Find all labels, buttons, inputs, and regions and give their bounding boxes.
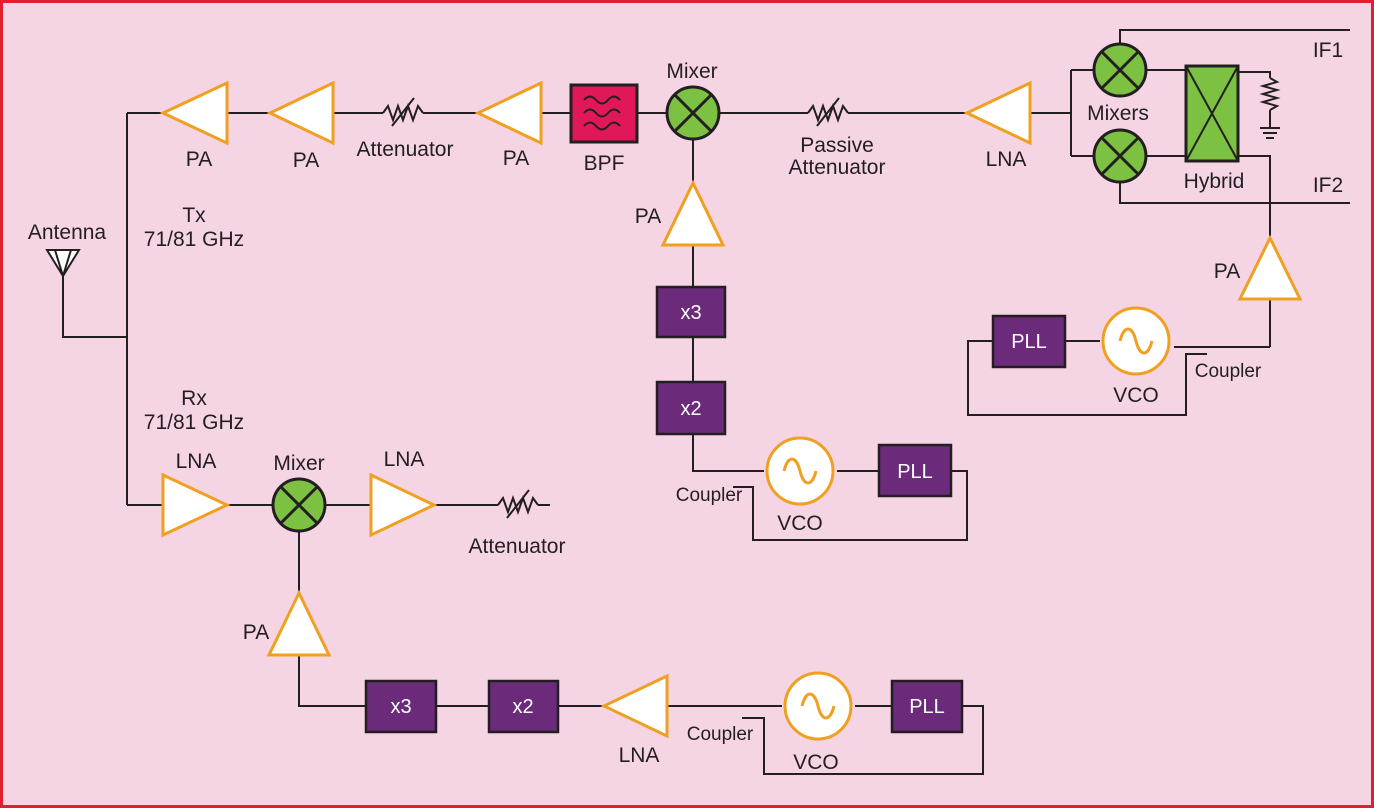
rx-pll-label: PLL: [909, 696, 945, 718]
attenuator-tx-icon: [382, 103, 424, 123]
mixer-rx-label: Mixer: [273, 452, 324, 475]
tx-pll-label: PLL: [897, 461, 933, 483]
mixer-tx-icon: [665, 85, 721, 141]
pa-tx-3-label: PA: [186, 148, 212, 171]
if2-label: IF2: [1313, 174, 1343, 197]
pa-rx-lo-icon: [266, 589, 332, 657]
wires: [62, 29, 1350, 775]
pa-tx-lo-label: PA: [635, 205, 661, 228]
mixer-rx-icon: [271, 477, 327, 533]
mixers-label: Mixers: [1087, 102, 1149, 125]
mixer-if2-icon: [1092, 128, 1148, 184]
tx-x3-block: [655, 285, 727, 339]
amplifiers: [159, 80, 1303, 739]
hybrid-pll-label: PLL: [1011, 331, 1047, 353]
pa-tx-2-label: PA: [293, 149, 319, 172]
rx-x2-label: x2: [512, 696, 533, 718]
vco-hybrid-icon: [1101, 306, 1171, 376]
lna-rx-lo-icon: [600, 673, 669, 739]
tx-band-label: 71/81 GHz: [144, 228, 244, 251]
pa-rx-lo-label: PA: [243, 621, 269, 644]
pa-tx-2-icon: [266, 80, 335, 146]
coupler-tx-label: Coupler: [676, 485, 743, 506]
rx-x3-block: [364, 679, 438, 734]
tx-pll-block: [877, 443, 953, 498]
pa-hybrid-lo-icon: [1237, 234, 1303, 301]
pa-tx-3-icon: [159, 80, 229, 146]
multiplier-blocks: [364, 285, 1067, 734]
lna-rx-lo-label: LNA: [619, 744, 660, 767]
if1-label: IF1: [1313, 39, 1343, 62]
rx-pll-block: [890, 679, 964, 734]
lna-rx-2-label: LNA: [384, 448, 425, 471]
coupler-rx-label: Coupler: [687, 724, 754, 745]
antenna-label: Antenna: [28, 221, 107, 244]
passive-attenuator-icon: [807, 103, 849, 123]
lna-rx-if-icon: [963, 80, 1032, 146]
rx-band-label: 71/81 GHz: [144, 411, 244, 434]
tx-label: Tx: [182, 204, 206, 227]
lna-rx-if-label: LNA: [986, 148, 1027, 171]
attenuator-rx-icon: [497, 495, 539, 515]
lna-rx-1-label: LNA: [176, 450, 217, 473]
attenuator-tx-label: Attenuator: [357, 138, 454, 161]
pa-tx-lo-icon: [660, 179, 726, 247]
termination-resistor-icon: [1259, 77, 1281, 111]
pa-tx-1-label: PA: [503, 147, 529, 170]
hybrid-pll-block: [991, 314, 1067, 369]
hybrid-label: Hybrid: [1184, 170, 1245, 193]
bpf-label: BPF: [584, 152, 625, 175]
rx-label: Rx: [181, 387, 207, 410]
mixer-tx-label: Mixer: [666, 60, 717, 83]
coupler-hybrid-label: Coupler: [1195, 361, 1262, 382]
vco-tx-icon: [765, 436, 835, 506]
lna-rx-1-icon: [161, 472, 231, 538]
passive-attenuator-label-2: Attenuator: [789, 156, 886, 179]
passive-attenuator-label-1: Passive: [800, 134, 874, 157]
tx-x2-label: x2: [680, 398, 701, 420]
antenna-icon: [45, 249, 81, 278]
vco-rx-icon: [783, 671, 853, 741]
rx-x3-label: x3: [390, 696, 411, 718]
resistor-symbols: [382, 77, 1281, 519]
vco-tx-label: VCO: [777, 512, 823, 535]
pa-tx-1-icon: [474, 80, 543, 146]
vco-hybrid-label: VCO: [1113, 384, 1159, 407]
hybrid-coupler-icon: [1184, 64, 1240, 163]
rx-x2-block: [487, 679, 560, 734]
mixer-if1-icon: [1092, 42, 1148, 98]
bpf-icon: [569, 83, 639, 144]
tx-x2-block: [655, 380, 727, 436]
attenuator-rx-label: Attenuator: [469, 535, 566, 558]
tx-x3-label: x3: [680, 302, 701, 324]
pa-hybrid-lo-label: PA: [1214, 260, 1240, 283]
lna-rx-2-icon: [369, 472, 438, 538]
vco-rx-label: VCO: [793, 751, 839, 774]
